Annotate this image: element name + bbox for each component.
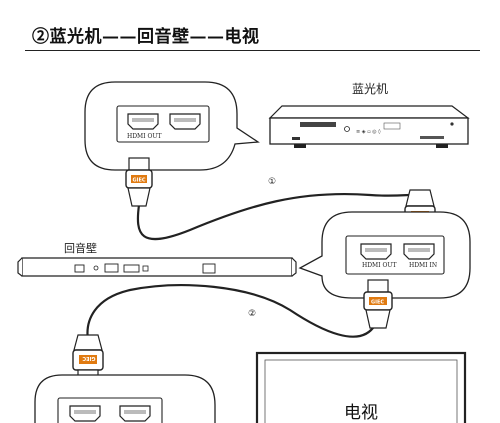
soundbar (17, 257, 297, 277)
plug-brand-label: GIEC (371, 300, 384, 306)
hdmi-port-icon (127, 113, 159, 130)
bluray-port-callout: HDMI OUT (84, 81, 260, 171)
soundbar-port-callout: HDMI OUT HDMI IN (298, 211, 471, 299)
cable-1 (136, 192, 422, 241)
bluray-hdmi-out-label: HDMI OUT (127, 133, 161, 140)
soundbar-label: 回音壁 (64, 241, 97, 255)
hdmi-port-icon (403, 243, 435, 260)
hdmi-plug-soundbar-out: GIEC (363, 279, 393, 329)
plug-brand-label: GIEC (82, 355, 95, 361)
heading-divider (25, 50, 480, 51)
cable-1-marker: ① (268, 177, 276, 187)
soundbar-hdmi-in-label: HDMI IN (409, 262, 437, 269)
hdmi-port-icon (119, 405, 151, 422)
hdmi-port-icon (169, 113, 201, 130)
hdmi-port-icon (360, 243, 392, 260)
cable-2-marker: ② (248, 309, 256, 319)
tv-port-callout (34, 374, 216, 423)
television (255, 351, 467, 423)
bluray-player: ≡ ◈ ▫ ◎ ◊ (268, 105, 470, 148)
hdmi-plug-bluray: GIEC (125, 157, 153, 207)
hdmi-plug-tv: GIEC (72, 334, 104, 385)
cable-2 (86, 284, 376, 341)
hdmi-port-icon (69, 405, 101, 422)
svg-text:≡ ◈ ▫ ◎ ◊: ≡ ◈ ▫ ◎ ◊ (356, 128, 381, 135)
bluray-label: 蓝光机 (352, 82, 388, 96)
page-heading: ②蓝光机——回音壁——电视 (32, 27, 260, 47)
soundbar-hdmi-out-label: HDMI OUT (362, 262, 396, 269)
plug-brand-label: GIEC (133, 178, 146, 184)
tv-label: 电视 (344, 403, 378, 423)
